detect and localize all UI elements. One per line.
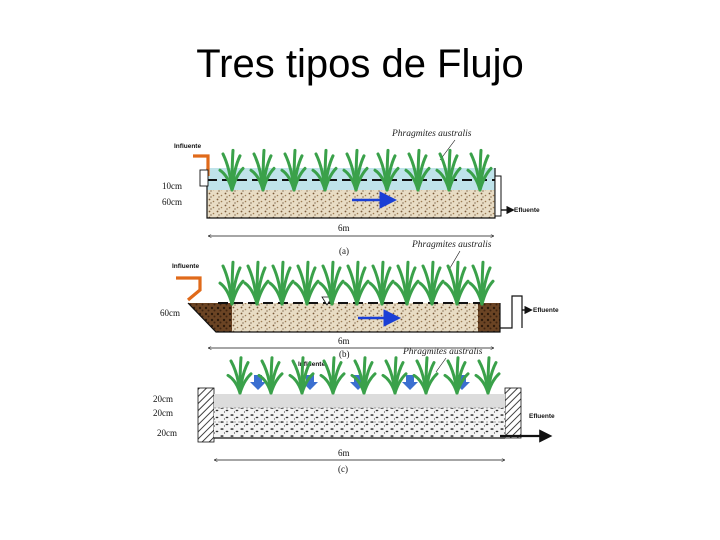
species-label-b: Phragmites australis	[411, 240, 492, 250]
reed-plant	[443, 356, 470, 395]
slide-title: Tres tipos de Flujo	[196, 42, 524, 86]
length-label-a: 6m	[338, 223, 350, 233]
diagram-a: Influente Efluente Phragmites australis …	[162, 129, 540, 256]
reed-plant	[412, 356, 439, 395]
reed-plant	[268, 260, 295, 306]
reed-plant	[293, 260, 320, 306]
depth-label-b-1: 60cm	[160, 308, 180, 318]
reed-plant	[318, 260, 345, 306]
reed-plant	[311, 148, 338, 192]
reed-plant	[381, 356, 408, 395]
effluent-label-c: Efluente	[529, 413, 555, 420]
reed-plant	[404, 148, 431, 192]
reed-plant	[368, 260, 395, 306]
reed-plant	[288, 356, 315, 395]
bottom-layer-c	[214, 422, 505, 438]
left-wall-c	[197, 387, 215, 443]
length-label-b: 6m	[338, 336, 350, 346]
inlet-gravel-zone-b	[188, 303, 232, 332]
influent-label-c: Influente	[298, 361, 325, 368]
species-leader-b	[449, 250, 461, 269]
top-layer-c	[214, 394, 505, 408]
diagram-c: Influente Efluente Phragmites australis …	[153, 347, 555, 474]
species-label-a: Phragmites australis	[391, 129, 472, 139]
reed-plant	[218, 260, 245, 306]
reed-plant	[243, 260, 270, 306]
plants-a	[218, 148, 493, 192]
reed-plant	[226, 356, 253, 395]
reed-plant	[373, 148, 400, 192]
caption-a: (a)	[339, 246, 349, 256]
inlet-pipe-b	[176, 276, 202, 302]
effluent-label-b: Efluente	[533, 307, 559, 314]
influent-label-a: Influente	[174, 143, 201, 150]
reed-plant	[435, 148, 462, 192]
down-flow-arrow	[302, 375, 318, 390]
depth-label-a-1: 10cm	[162, 181, 182, 191]
caption-b: (b)	[339, 349, 350, 359]
depth-label-c-2: 20cm	[153, 408, 173, 418]
species-label-c: Phragmites australis	[402, 347, 483, 357]
reed-plant	[468, 260, 495, 306]
right-wall-c	[504, 387, 522, 439]
reed-plant	[350, 356, 377, 395]
reed-plant	[343, 260, 370, 306]
effluent-label-a: Efluente	[514, 207, 540, 214]
length-label-c: 6m	[338, 448, 350, 458]
outlet-pipe-a	[494, 175, 502, 217]
plants-b	[218, 260, 495, 306]
inlet-pipe-a	[193, 154, 210, 176]
reed-plant	[393, 260, 420, 306]
outlet-standpipe-b	[500, 295, 523, 329]
influent-label-b: Influente	[172, 263, 199, 270]
depth-label-c-3: 20cm	[157, 428, 177, 438]
reed-plant	[466, 148, 493, 192]
caption-c: (c)	[338, 464, 348, 474]
middle-layer-c	[214, 408, 505, 422]
reed-plant	[342, 148, 369, 192]
reed-plant	[418, 260, 445, 306]
basin-outline-b	[187, 302, 501, 333]
down-flow-arrow	[402, 375, 418, 390]
reed-plant	[257, 356, 284, 395]
reed-plant	[443, 260, 470, 306]
outlet-gravel-zone-b	[478, 303, 500, 332]
diagram-b: Influente Efluente Phragmites australis …	[160, 240, 559, 359]
inlet-box-a	[199, 169, 209, 187]
reed-plant	[218, 148, 245, 192]
species-leader-c	[435, 357, 447, 373]
depth-label-a-2: 60cm	[162, 197, 182, 207]
reed-plant	[474, 356, 501, 395]
gravel-bed-a	[207, 188, 495, 218]
depth-label-c-1: 20cm	[153, 394, 173, 404]
reed-plant	[280, 148, 307, 192]
gravel-bed-b	[188, 303, 500, 332]
reed-plant	[249, 148, 276, 192]
reed-plant	[319, 356, 346, 395]
plants-c	[226, 356, 501, 395]
